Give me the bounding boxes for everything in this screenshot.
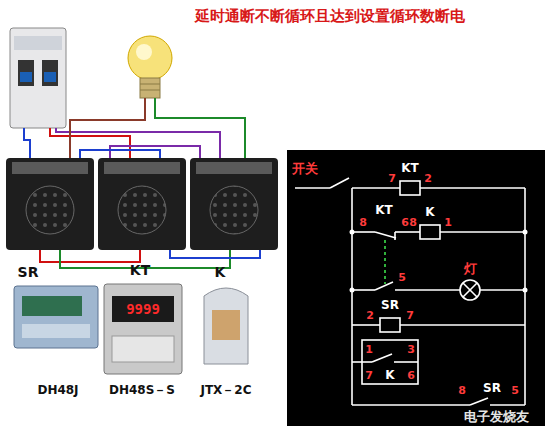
- schematic-label: 8: [409, 217, 417, 228]
- device-text: JTX－2C: [200, 384, 251, 396]
- schematic-label: SR: [483, 382, 501, 394]
- schematic-panel: [287, 150, 545, 426]
- relay-sockets: [6, 158, 278, 250]
- device-tag: SR: [18, 265, 39, 279]
- schematic-label: 1: [365, 344, 373, 355]
- schematic: [295, 178, 525, 405]
- schematic-label: 6: [407, 370, 415, 381]
- schematic-label: 3: [407, 344, 415, 355]
- title: 延时通断不断循环且达到设置循环数断电: [195, 9, 465, 24]
- schematic-label: 2: [424, 173, 432, 184]
- schematic-label: 1: [444, 217, 452, 228]
- schematic-label: 7: [365, 370, 373, 381]
- schematic-label: 5: [398, 272, 406, 283]
- schematic-label: 5: [511, 385, 519, 396]
- schematic-label: 8: [359, 217, 367, 228]
- devices: [14, 284, 248, 374]
- schematic-label: 6: [401, 217, 409, 228]
- device-tag: K: [215, 265, 226, 279]
- schematic-label: 7: [388, 173, 396, 184]
- schematic-label: K: [385, 369, 394, 381]
- light-bulb: [128, 36, 172, 98]
- schematic-label: 开关: [292, 162, 318, 175]
- mechanical-link: [384, 240, 386, 284]
- schematic-label: KT: [375, 204, 392, 216]
- device-tag: KT: [130, 263, 150, 277]
- circuit-breaker: [10, 28, 66, 128]
- device: KT 9999DH48S－S: [100, 258, 190, 408]
- schematic-label: 7: [406, 310, 414, 321]
- schematic-label: 2: [366, 310, 374, 321]
- device-text: DH48S－S: [109, 384, 175, 396]
- device-text: 9999: [126, 302, 160, 316]
- schematic-label: SR: [381, 299, 399, 311]
- device-text: DH48J: [37, 384, 78, 396]
- watermark: 电子发烧友: [464, 410, 529, 423]
- schematic-label: K: [425, 206, 434, 218]
- schematic-label: KT: [401, 162, 418, 174]
- device: K JTX－2C: [194, 258, 258, 408]
- schematic-label: 8: [458, 385, 466, 396]
- device: SR DH48J: [8, 258, 106, 408]
- schematic-label: 灯: [464, 262, 477, 275]
